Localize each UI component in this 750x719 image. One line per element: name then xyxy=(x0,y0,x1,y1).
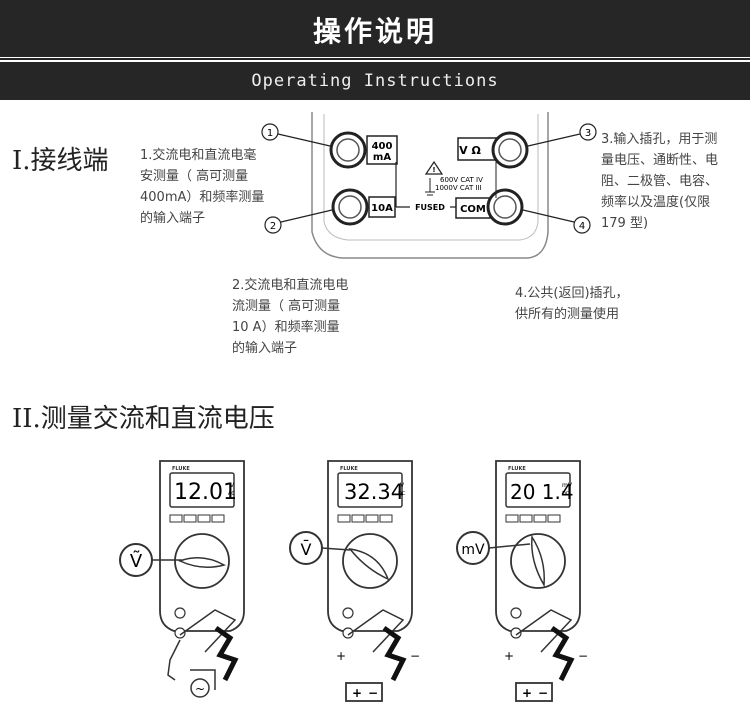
meter-ac-voltage: FLUKE 12.01 V AC xyxy=(159,460,245,639)
svg-text:−: − xyxy=(538,686,548,700)
meter-3-unit: mV xyxy=(562,482,573,489)
dial-symbol-mv: mV xyxy=(456,531,531,565)
meter-dc-voltage: FLUKE 32.34 V DC xyxy=(327,460,413,639)
meter-1-unit: V xyxy=(230,482,235,489)
dial-symbol-ac: Ṽ xyxy=(119,543,182,577)
header-divider xyxy=(0,58,750,60)
jack-400ma-label-bottom: mA xyxy=(373,152,391,163)
polarity-plus-2: + xyxy=(336,649,346,663)
cat-rating-1: 600V CAT IV xyxy=(440,176,483,184)
svg-text:1: 1 xyxy=(267,128,273,139)
svg-text:!: ! xyxy=(432,166,435,174)
ground-icon xyxy=(425,178,435,196)
svg-text:+: + xyxy=(522,686,532,700)
dial-symbol-dc: V̄ xyxy=(289,531,351,565)
jack-com: COM xyxy=(455,188,524,226)
meter-2-dial-knob xyxy=(348,547,390,581)
svg-text:mV: mV xyxy=(461,542,485,558)
note-terminal-4: 4.公共(返回)插孔， 供所有的测量使用 xyxy=(515,286,629,322)
jack-400ma-label-top: 400 xyxy=(372,141,393,152)
jack-v-ohm: V Ω xyxy=(457,131,529,169)
jack-v-ohm-label: V Ω xyxy=(459,144,481,157)
probe-leads-2: + − + − xyxy=(336,609,420,702)
probe-leads-3: + − + − xyxy=(504,609,588,702)
svg-text:+: + xyxy=(352,686,362,700)
warning-icon xyxy=(424,160,444,175)
meter-1-unit-mode: AC xyxy=(228,491,235,497)
fused-label: FUSED xyxy=(415,203,445,212)
jack-10a: 10A xyxy=(331,188,396,226)
meter-1-reading: 12.01 xyxy=(174,480,237,505)
battery-icon-3 xyxy=(515,682,553,702)
meter-mv-voltage: FLUKE 20 1.4 mV DC xyxy=(495,460,581,639)
ac-source-icon xyxy=(190,678,210,698)
subheader-bar: Operating Instructions xyxy=(0,62,750,100)
header-bar: 操作说明 xyxy=(0,0,750,57)
note-terminal-1: 1.交流电和直流电毫 安测量（ 高可测量 400mA）和频率测量 的输入端子 xyxy=(140,148,265,226)
meter-1-dial-knob xyxy=(178,557,226,568)
meter-2-reading: 32.34 xyxy=(344,480,404,504)
meter-2-unit: V xyxy=(400,482,405,489)
svg-text:4: 4 xyxy=(579,221,585,232)
meter-2-brand: FLUKE xyxy=(340,466,358,472)
jack-10a-label: 10A xyxy=(371,203,393,214)
page-title: 操作说明 xyxy=(312,15,437,48)
meter-3-reading: 20 1.4 xyxy=(510,480,574,504)
note-terminal-3: 3.输入插孔，用于测 量电压、通断性、电 阻、二极管、电容、 频率以及温度(仅限… xyxy=(601,132,719,231)
probe-leads-1: ~ xyxy=(167,609,239,698)
svg-text:3: 3 xyxy=(585,128,591,139)
svg-text:2: 2 xyxy=(270,221,276,232)
meter-3-brand: FLUKE xyxy=(508,466,526,472)
section-terminals-title: I.接线端 xyxy=(12,146,109,176)
meter-1-brand: FLUKE xyxy=(172,466,190,472)
polarity-minus-3: − xyxy=(578,649,588,663)
jack-400ma: 400 mA xyxy=(329,131,398,169)
page-subtitle: Operating Instructions xyxy=(251,71,499,91)
callout-2: 2 xyxy=(264,209,333,234)
callout-3: 3 xyxy=(527,123,597,147)
jack-com-label: COM xyxy=(460,204,486,215)
ac-source-symbol: ~ xyxy=(195,682,205,696)
callout-4: 4 xyxy=(522,209,591,234)
meter-2-unit-mode: DC xyxy=(398,491,406,497)
polarity-plus-3: + xyxy=(504,649,514,663)
callout-1: 1 xyxy=(261,123,331,147)
meter-3-unit-mode: DC xyxy=(562,491,570,497)
meter-3-dial-knob xyxy=(531,534,545,588)
svg-text:Ṽ: Ṽ xyxy=(130,550,143,572)
section-voltage-title: II.测量交流和直流电压 xyxy=(12,404,275,434)
cat-rating-2: 1000V CAT III xyxy=(435,184,482,192)
svg-text:−: − xyxy=(368,686,378,700)
polarity-minus-2: − xyxy=(410,649,420,663)
svg-text:V̄: V̄ xyxy=(301,540,312,559)
battery-icon xyxy=(345,682,383,702)
note-terminal-2: 2.交流电和直流电电 流测量（ 高可测量 10 A）和频率测量 的输入端子 xyxy=(232,278,349,356)
